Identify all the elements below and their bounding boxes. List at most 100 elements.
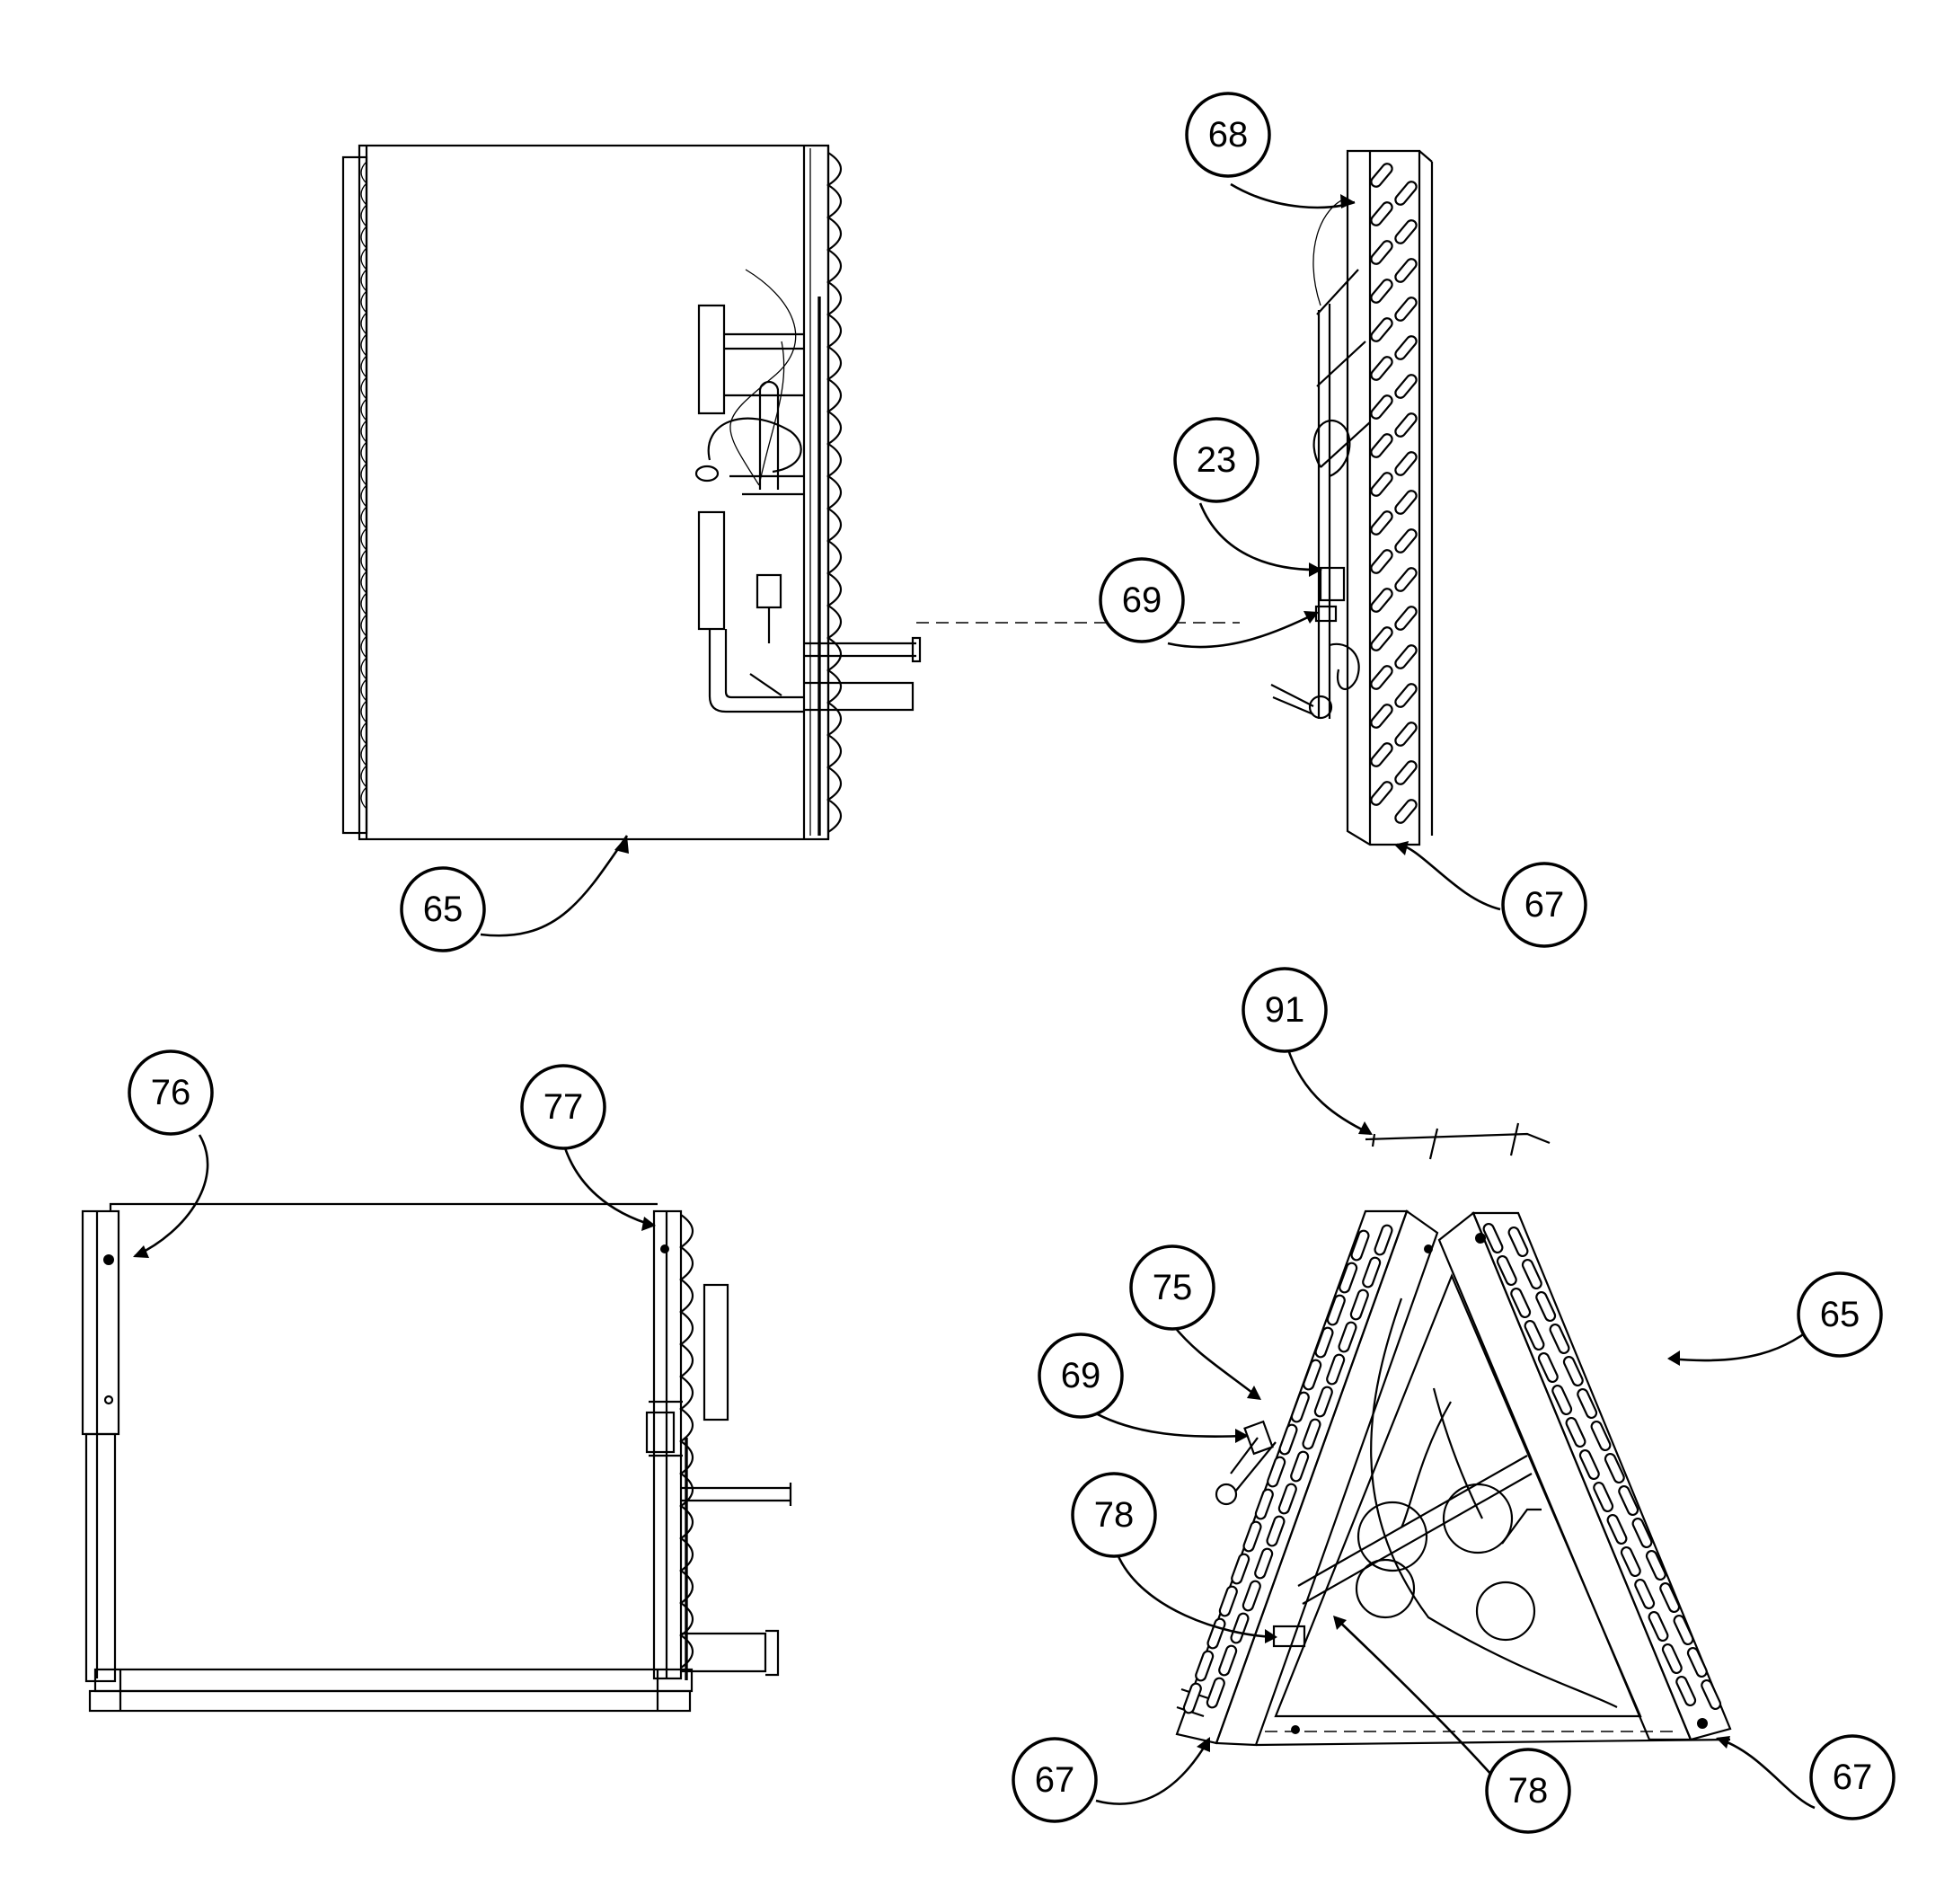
tube-slot xyxy=(1370,742,1393,767)
leader-65-front xyxy=(480,835,629,937)
tube-slot xyxy=(1593,1481,1614,1513)
tube-slot xyxy=(1394,258,1418,283)
tube-slot xyxy=(1673,1614,1694,1646)
tube-slot xyxy=(1326,1294,1346,1326)
svg-text:69: 69 xyxy=(1122,580,1162,620)
tube-slot xyxy=(1394,412,1418,438)
tube-slot xyxy=(1394,683,1418,708)
tube-slot xyxy=(1620,1545,1641,1578)
svg-text:77: 77 xyxy=(543,1087,584,1127)
tube-slot xyxy=(1338,1321,1357,1353)
tube-slot xyxy=(1661,1643,1683,1675)
tube-slot xyxy=(1565,1416,1586,1448)
tube-slot xyxy=(1370,510,1393,536)
tube-slot xyxy=(1648,1610,1669,1643)
tube-slot xyxy=(1394,567,1418,592)
callout-69-acoil: 69 xyxy=(1038,1333,1124,1419)
tube-slot xyxy=(1645,1549,1666,1581)
callout-76: 76 xyxy=(128,1049,214,1136)
tube-slot xyxy=(1313,1386,1333,1418)
tube-slot xyxy=(1303,1359,1322,1391)
tube-slot xyxy=(1362,1256,1382,1289)
callout-23: 23 xyxy=(1173,417,1259,503)
tube-slot xyxy=(1370,433,1393,458)
callout-65-acoil: 65 xyxy=(1797,1271,1883,1358)
tube-slot xyxy=(1370,240,1393,265)
tube-slot xyxy=(1675,1675,1697,1707)
callout-91: 91 xyxy=(1242,967,1328,1053)
tube-slot xyxy=(1394,297,1418,322)
tube-slot xyxy=(1394,181,1418,206)
svg-text:65: 65 xyxy=(1820,1295,1860,1334)
svg-text:23: 23 xyxy=(1197,440,1237,480)
tube-slot xyxy=(1394,374,1418,399)
tube-slot xyxy=(1394,606,1418,631)
tube-slot xyxy=(1578,1448,1600,1481)
svg-text:69: 69 xyxy=(1061,1356,1101,1395)
tube-slot xyxy=(1230,1612,1250,1644)
coil-rear-view xyxy=(81,1202,792,1713)
tube-slot xyxy=(1659,1581,1681,1614)
tube-slot xyxy=(1254,1488,1274,1520)
tube-slot xyxy=(1482,1222,1504,1254)
svg-text:78: 78 xyxy=(1508,1771,1549,1811)
callout-75: 75 xyxy=(1129,1244,1215,1331)
tube-slot xyxy=(1631,1517,1653,1549)
tube-slot xyxy=(1394,644,1418,669)
callout-67-acoil-right: 67 xyxy=(1809,1734,1896,1820)
leader-69-acoil xyxy=(1083,1404,1248,1438)
leader-23 xyxy=(1198,502,1321,571)
tube-slot xyxy=(1349,1289,1369,1321)
callout-78-a: 78 xyxy=(1071,1472,1157,1558)
tube-slot xyxy=(1510,1287,1532,1319)
tube-slot xyxy=(1394,335,1418,360)
tube-slot xyxy=(1370,356,1393,381)
leader-76 xyxy=(134,1134,209,1258)
tube-slot xyxy=(1686,1646,1708,1678)
svg-text:78: 78 xyxy=(1094,1495,1135,1535)
tube-slot xyxy=(1350,1229,1370,1262)
tube-slot xyxy=(1394,760,1418,785)
svg-text:67: 67 xyxy=(1524,885,1565,925)
callout-69-side: 69 xyxy=(1099,557,1185,643)
callout-67-acoil-left: 67 xyxy=(1012,1737,1098,1823)
tube-slot xyxy=(1701,1678,1722,1711)
tube-slot xyxy=(1394,219,1418,244)
tube-slot xyxy=(1326,1353,1346,1386)
tube-slot xyxy=(1370,665,1393,690)
svg-text:68: 68 xyxy=(1208,115,1249,155)
leader-lines xyxy=(133,182,1823,1810)
tube-slot xyxy=(1394,528,1418,553)
svg-text:67: 67 xyxy=(1035,1760,1075,1800)
leader-78-a xyxy=(1116,1554,1277,1639)
tube-slot xyxy=(1551,1384,1573,1416)
tube-slot xyxy=(1278,1423,1298,1456)
tube-slot xyxy=(1290,1450,1310,1483)
callout-67-side: 67 xyxy=(1501,862,1587,948)
tube-slot xyxy=(1370,279,1393,304)
leader-67-side xyxy=(1396,843,1501,911)
svg-text:75: 75 xyxy=(1153,1268,1193,1307)
tube-slot xyxy=(1267,1456,1286,1488)
tube-slot xyxy=(1394,490,1418,515)
svg-text:65: 65 xyxy=(423,890,464,929)
tube-slot xyxy=(1370,317,1393,342)
tube-slot xyxy=(1394,722,1418,747)
tube-slot xyxy=(1370,781,1393,806)
tube-slot xyxy=(1370,472,1393,497)
tube-slot xyxy=(1370,626,1393,651)
tube-slot xyxy=(1537,1351,1559,1384)
tube-slot xyxy=(1618,1484,1639,1517)
callout-65-front: 65 xyxy=(400,866,486,952)
tube-slot xyxy=(1370,201,1393,226)
tube-slot xyxy=(1218,1644,1238,1677)
tube-slot xyxy=(1521,1258,1542,1290)
tube-slot xyxy=(1242,1580,1261,1612)
svg-text:76: 76 xyxy=(151,1073,191,1112)
tube-slot xyxy=(1195,1650,1215,1682)
tube-slot xyxy=(1370,163,1393,188)
tube-slot xyxy=(1314,1326,1334,1359)
tube-slot xyxy=(1577,1387,1598,1420)
tube-slot xyxy=(1496,1254,1517,1287)
tube-slot xyxy=(1370,549,1393,574)
